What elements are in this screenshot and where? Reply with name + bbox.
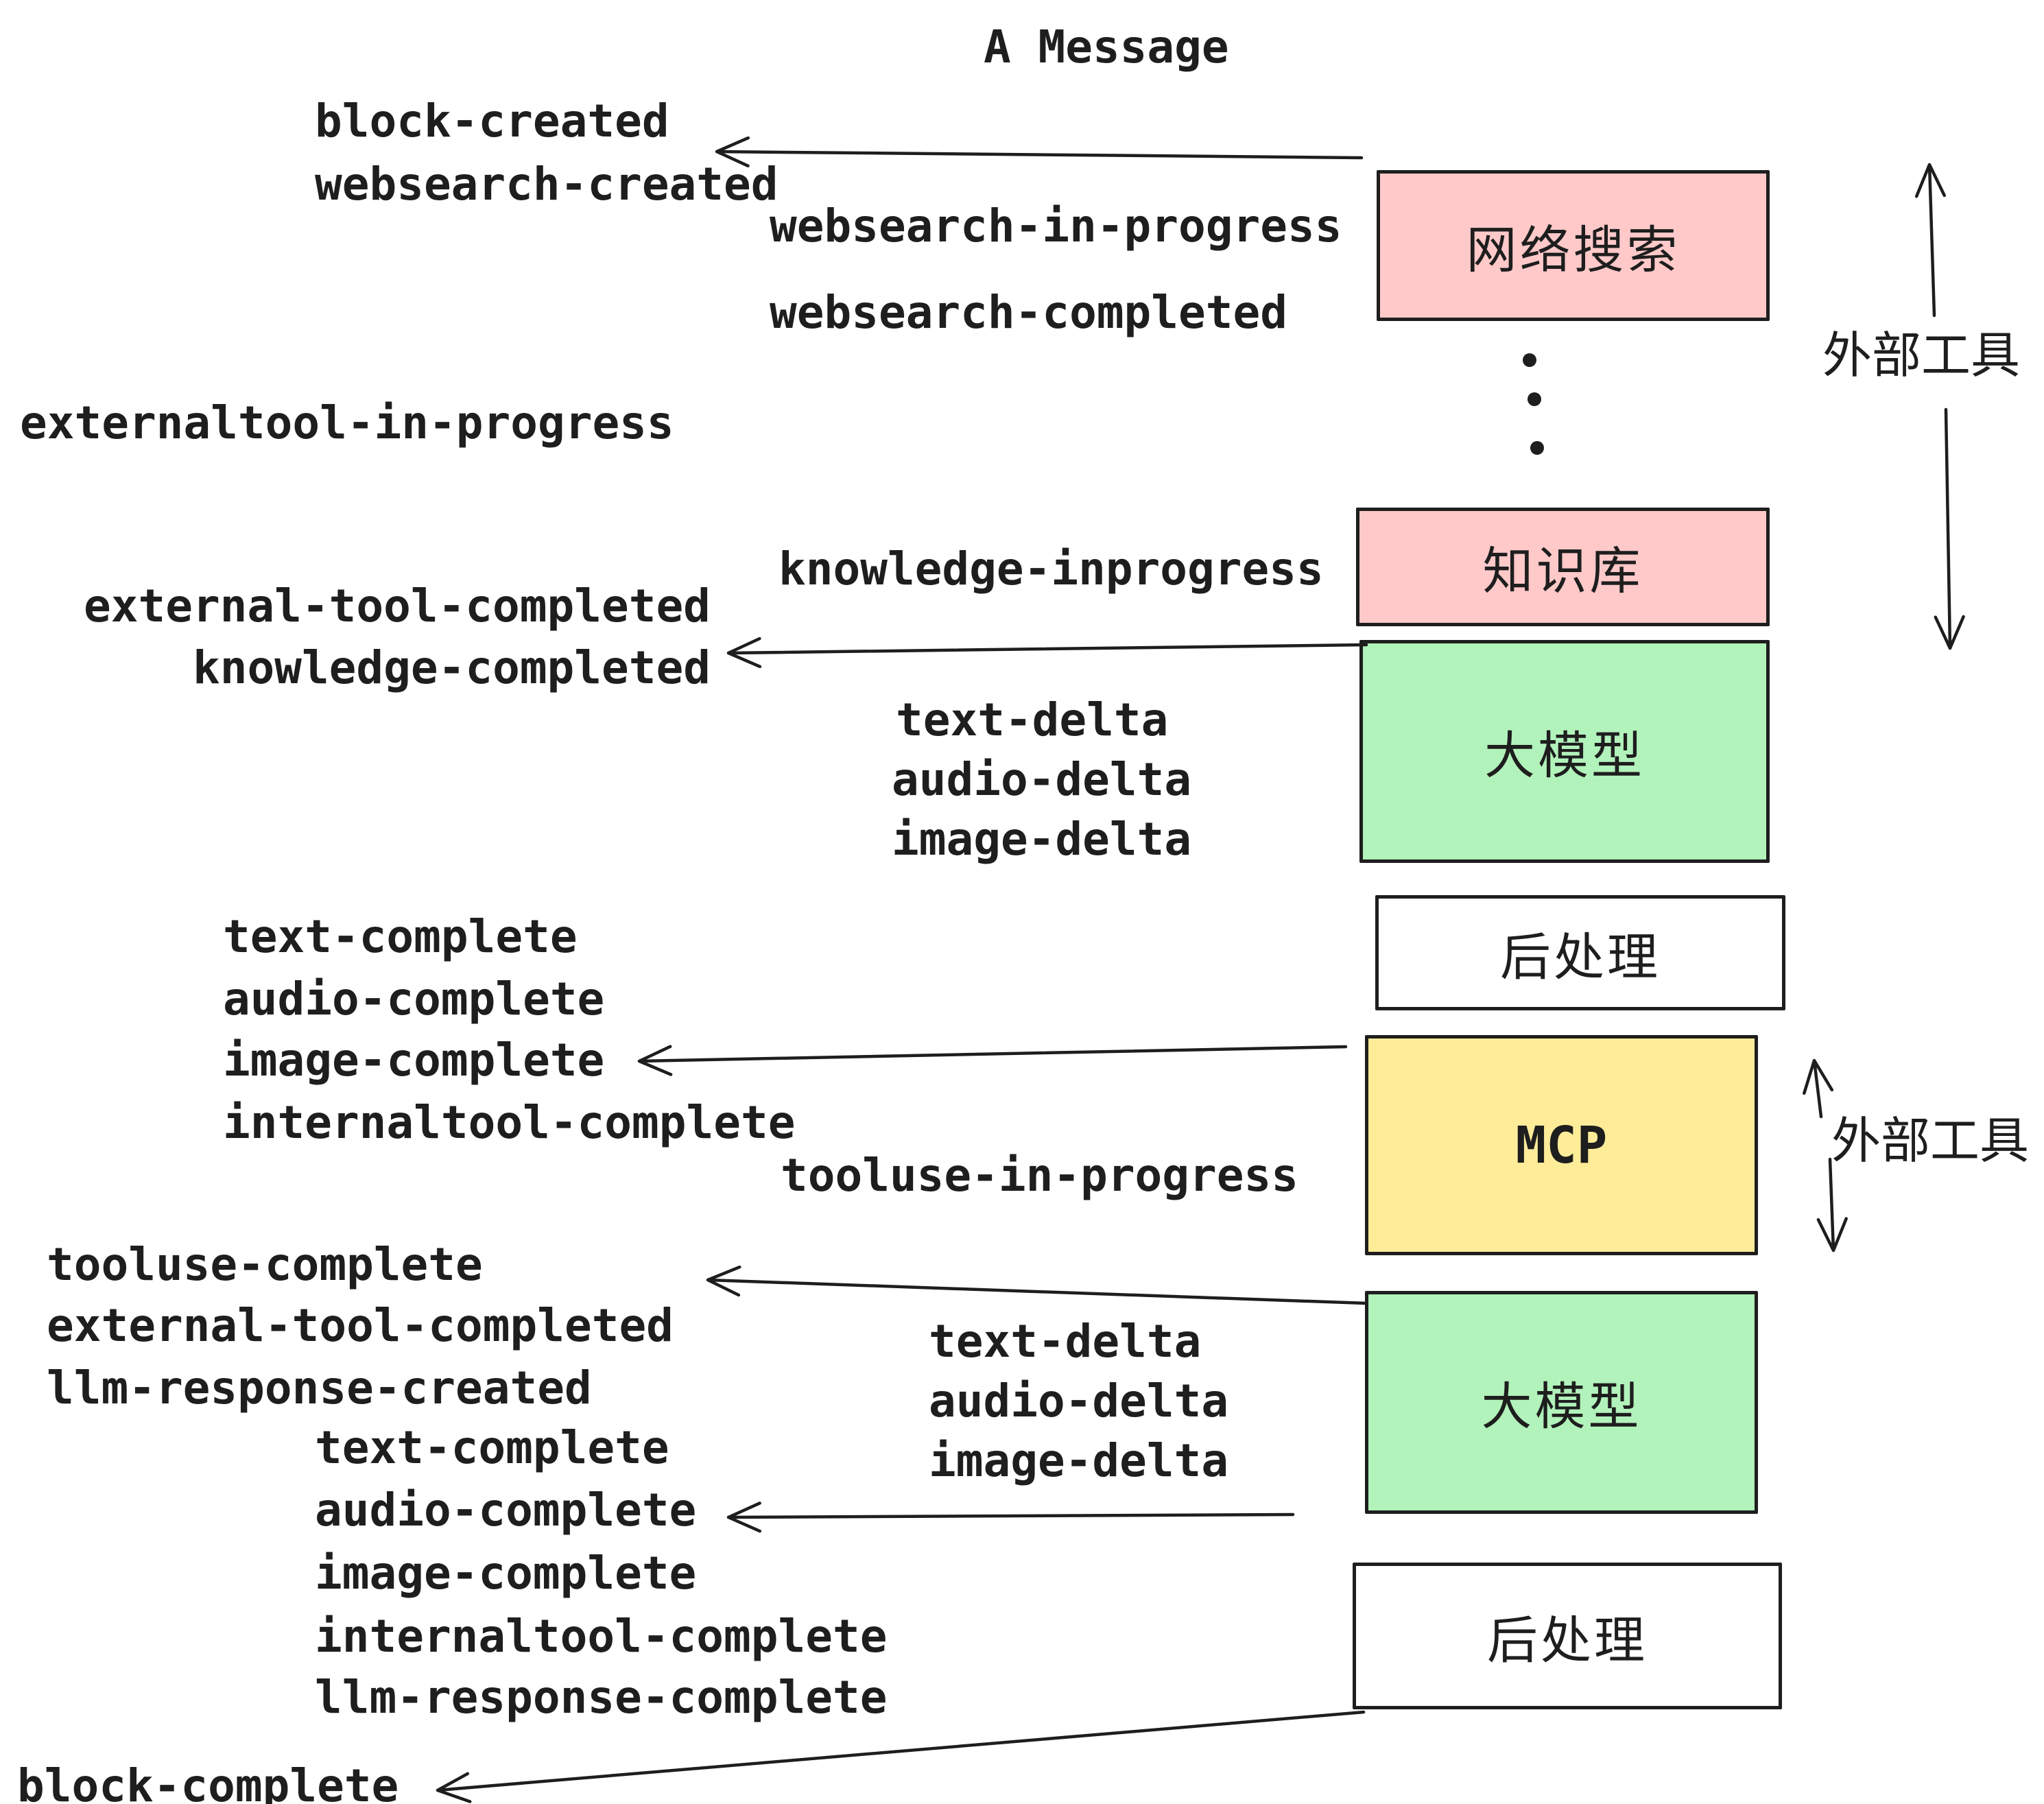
ellipsis-dot-3 [1530, 441, 1544, 455]
box-postprocess-1: 后处理 [1375, 895, 1785, 1010]
event-label-knowledge-inprogress: knowledge-inprogress [779, 543, 1324, 595]
event-label-externaltool-in-progress: externaltool-in-progress [20, 396, 674, 449]
arrow-to-block-complete [436, 1710, 1366, 1803]
arrow-to-tooluse-complete [706, 1265, 1368, 1305]
box-mcp: MCP [1365, 1035, 1758, 1255]
external-tools-bottom-arrow-up [1803, 1058, 1834, 1119]
ellipsis-dot-2 [1528, 392, 1541, 406]
box-label-mcp: MCP [1515, 1115, 1608, 1175]
event-label-text-complete-2: text-complete [315, 1421, 669, 1474]
arrow-to-knowledge-completed [726, 637, 1368, 669]
box-llm-1: 大模型 [1359, 640, 1770, 863]
event-label-text-delta-2: text-delta [929, 1315, 1202, 1368]
event-label-llm-response-complete: llm-response-complete [315, 1671, 888, 1724]
event-label-llm-response-created: llm-response-created [47, 1362, 592, 1414]
event-label-websearch-completed: websearch-completed [770, 286, 1287, 339]
event-label-image-complete-2: image-complete [315, 1547, 697, 1600]
side-label-external-tools-bottom: 外部工具 [1831, 1112, 2030, 1170]
box-label-llm-2: 大模型 [1481, 1377, 1642, 1436]
event-label-websearch-created: websearch-created [315, 158, 779, 211]
box-label-websearch: 网络搜索 [1466, 220, 1680, 280]
event-label-text-delta-1: text-delta [896, 693, 1169, 746]
box-llm-2: 大模型 [1365, 1291, 1758, 1514]
box-websearch: 网络搜索 [1377, 170, 1770, 321]
arrow-to-image-complete [637, 1045, 1348, 1076]
box-postprocess-2: 后处理 [1353, 1563, 1782, 1709]
event-label-external-tool-completed-1: external-tool-completed [84, 580, 711, 632]
box-knowledge: 知识库 [1356, 508, 1770, 626]
event-label-audio-delta-2: audio-delta [929, 1375, 1229, 1427]
event-label-image-delta-1: image-delta [892, 813, 1192, 866]
event-label-image-complete-1: image-complete [223, 1034, 605, 1087]
event-label-websearch-in-progress: websearch-in-progress [770, 200, 1342, 252]
box-label-llm-1: 大模型 [1484, 726, 1645, 785]
ellipsis-dot-1 [1523, 353, 1536, 367]
arrow-to-audio-complete [726, 1502, 1295, 1533]
event-label-tooluse-complete: tooluse-complete [47, 1238, 483, 1291]
side-label-external-tools-top: 外部工具 [1822, 327, 2021, 384]
event-label-image-delta-2: image-delta [929, 1434, 1229, 1487]
external-tools-top-arrow-up [1914, 163, 1947, 318]
box-label-postprocess-2: 后处理 [1487, 1611, 1648, 1670]
box-label-postprocess-1: 后处理 [1500, 927, 1661, 987]
event-label-audio-complete-1: audio-complete [223, 973, 605, 1025]
event-label-audio-complete-2: audio-complete [315, 1484, 697, 1536]
box-label-knowledge: 知识库 [1482, 542, 1643, 601]
external-tools-top-arrow-down [1934, 407, 1965, 650]
event-label-tooluse-in-progress: tooluse-in-progress [781, 1149, 1298, 1202]
external-tools-bottom-arrow-down [1816, 1157, 1848, 1253]
event-label-internaltool-complete-2: internaltool-complete [315, 1610, 888, 1663]
event-label-block-complete: block-complete [17, 1759, 399, 1804]
event-label-internaltool-complete-1: internaltool-complete [223, 1096, 796, 1149]
event-label-external-tool-completed-2: external-tool-completed [47, 1299, 674, 1352]
event-label-block-created: block-created [315, 95, 669, 147]
event-label-text-complete-1: text-complete [223, 910, 578, 963]
arrow-to-block-created [715, 136, 1364, 168]
page-title: A Message [984, 21, 1229, 73]
event-label-knowledge-completed: knowledge-completed [193, 641, 711, 694]
event-label-audio-delta-1: audio-delta [892, 753, 1192, 806]
